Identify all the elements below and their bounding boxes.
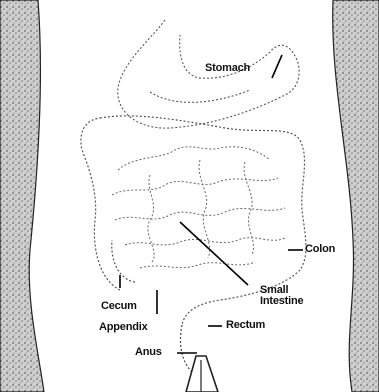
anus-label: Anus <box>135 347 162 358</box>
rectum-anus-shape <box>180 325 218 392</box>
right-body-wall <box>333 0 379 392</box>
stomach-pointer <box>272 55 282 78</box>
stomach-shape <box>118 20 299 128</box>
small-intestine-label: Small Intestine <box>260 285 303 307</box>
stomach-label: Stomach <box>205 63 250 74</box>
small-intestine-pointer <box>180 222 248 285</box>
cecum-label: Cecum <box>101 301 137 312</box>
colon-label: Colon <box>305 244 335 255</box>
appendix-label: Appendix <box>99 322 148 333</box>
rectum-label: Rectum <box>226 320 265 331</box>
small-intestine-shape <box>112 147 285 268</box>
left-body-wall <box>0 0 44 392</box>
